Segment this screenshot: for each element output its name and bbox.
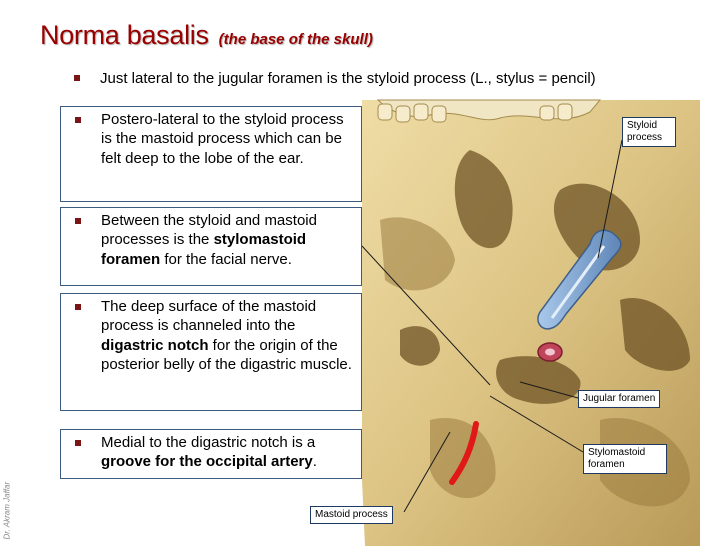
title-main: Norma basalis [40,20,209,50]
bullet-occipital-groove: Medial to the digastric notch is a groov… [60,429,362,479]
label-stylomastoid-foramen: Stylomastoid foramen [583,444,667,474]
bullet-term: groove for the occipital artery [101,453,313,470]
title-subtitle: (the base of the skull) [219,31,373,48]
label-styloid-process: Styloid process [622,117,676,147]
bullet-styloid-lateral: Just lateral to the jugular foramen is t… [60,67,688,94]
bullet-text-pre: Medial to the digastric notch is a [101,434,315,451]
bullet-marker [75,304,81,310]
bullet-term: digastric notch [101,337,209,354]
bullet-marker [74,75,80,81]
label-mastoid-process: Mastoid process [310,506,393,524]
bullet-text-post: . [313,453,317,470]
bullet-text-post: for the facial nerve. [160,251,292,268]
label-jugular-foramen: Jugular foramen [578,390,660,408]
bullet-marker [75,440,81,446]
bullet-marker [75,117,81,123]
bullet-text: Just lateral to the jugular foramen is t… [100,70,596,87]
bullet-mastoid: Postero-lateral to the styloid process i… [60,106,362,202]
page-title: Norma basalis (the base of the skull) [40,20,373,51]
bullet-text-pre: The deep surface of the mastoid process … [101,298,316,334]
author-credit: Dr. Akram Jaffar [3,430,12,540]
bullet-digastric: The deep surface of the mastoid process … [60,293,362,411]
bullet-marker [75,218,81,224]
bullet-text: Postero-lateral to the styloid process i… [101,111,344,167]
bullet-stylomastoid: Between the styloid and mastoid processe… [60,207,362,286]
